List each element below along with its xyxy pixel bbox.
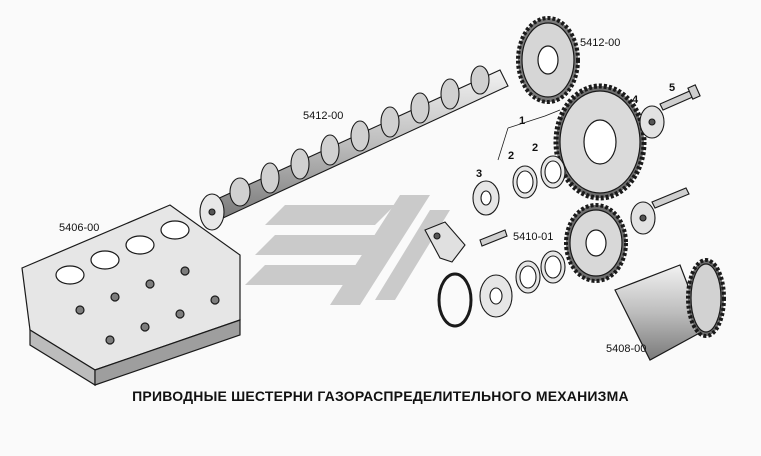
callout-2b: 2: [532, 142, 539, 154]
thrust-plate: [639, 105, 665, 139]
bolt-2: [651, 187, 690, 209]
callout-5: 5: [669, 82, 676, 94]
bushing-set-lower: [479, 250, 566, 318]
label-idler-gear: 5410-01: [513, 231, 554, 243]
leader-lines: [497, 109, 561, 161]
callout-3: 3: [476, 168, 483, 180]
crankshaft: [614, 258, 726, 361]
cylinder-head: [21, 204, 241, 387]
label-camshaft: 5412-00: [303, 110, 344, 122]
idler-gear: [564, 203, 628, 283]
bolt: [659, 84, 701, 111]
label-crankshaft: 5408-00: [606, 343, 647, 355]
camshaft-gear: [516, 16, 580, 104]
diagram-caption: ПРИВОДНЫЕ ШЕСТЕРНИ ГАЗОРАСПРЕДЕЛИТЕЛЬНОГ…: [132, 388, 629, 404]
bushing-set-upper: [472, 155, 566, 216]
camshaft: [199, 65, 509, 231]
callout-1: 1: [519, 115, 526, 127]
thrust-plate-2: [630, 201, 656, 235]
callout-2a: 2: [508, 150, 515, 162]
o-ring: [437, 272, 473, 328]
watermark-logo: [245, 195, 450, 305]
label-gear-top: 5412-00: [580, 37, 621, 49]
callout-4: 4: [632, 94, 639, 106]
label-cylinder-head: 5406-00: [59, 222, 100, 234]
idler-bracket: [424, 221, 508, 263]
drive-gear: [553, 83, 647, 201]
